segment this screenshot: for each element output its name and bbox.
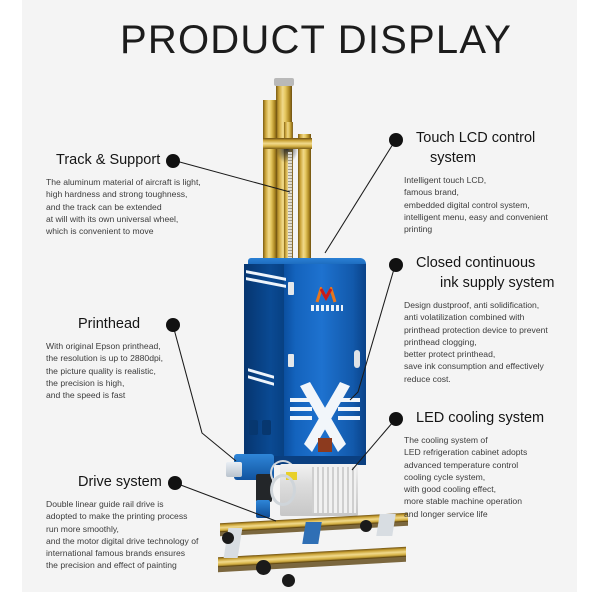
- cabinet-handle-right: [354, 350, 360, 368]
- callout-ink-heading: Closed continuous ink supply system: [416, 253, 600, 293]
- callout-lcd-heading-line-2: system: [430, 150, 476, 166]
- cooling-unit-fins: [312, 467, 356, 513]
- callout-lcd-line-1: Intelligent touch LCD,: [404, 175, 487, 185]
- tower-scale-strip: [288, 152, 292, 320]
- leader-line-lcd: [324, 143, 394, 254]
- brand-logo-icon: [315, 285, 337, 303]
- printhead-nozzle-unit: [256, 500, 270, 518]
- brand-logo-wordmark: [311, 305, 343, 311]
- callout-track-line-5: which is convenient to move: [46, 226, 154, 237]
- leader-line-drive: [177, 483, 277, 522]
- callout-lcd-body: Intelligent touch LCD, famous brand, emb…: [404, 174, 594, 235]
- callout-printhead-line-1: With original Epson printhead,: [46, 341, 161, 351]
- callout-led-body: The cooling system of LED refrigeration …: [404, 434, 600, 520]
- cooling-unit-hose: [270, 474, 296, 506]
- callout-ink-heading-line-2: ink supply system: [440, 275, 555, 291]
- callout-drive-body: Double linear guide rail drive is adopte…: [46, 498, 296, 572]
- callout-printhead-line-4: the precision is high,: [46, 377, 125, 388]
- callout-lcd-heading: Touch LCD control system: [416, 128, 594, 168]
- callout-led-line-1: The cooling system of: [404, 435, 488, 445]
- leader-line-led: [351, 421, 394, 471]
- callout-dot-lcd: [389, 133, 403, 147]
- callout-drive-heading: Drive system: [78, 474, 162, 490]
- callout-track-line-3: and the track can be extended: [46, 201, 162, 212]
- callout-ink-line-1: Design dustproof, anti solidification,: [404, 300, 540, 310]
- callout-led-line-2: LED refrigeration cabinet adopts: [404, 447, 528, 458]
- callout-ink-supply: Closed continuous ink supply system Desi…: [404, 253, 600, 385]
- callout-lcd-heading-line-1: Touch LCD control: [416, 130, 536, 146]
- callout-printhead-line-5: and the speed is fast: [46, 390, 126, 401]
- callout-led-heading: LED cooling system: [416, 410, 545, 426]
- callout-led-cooling: LED cooling system The cooling system of…: [404, 408, 600, 520]
- cabinet-latch-mid: [288, 354, 294, 367]
- cooling-unit-label: [286, 472, 297, 480]
- cabinet-vent-left: [249, 420, 258, 435]
- cabinet-bottom-lip: [244, 456, 366, 465]
- caster-wheel-rear-left: [222, 532, 234, 544]
- callout-track-heading: Track & Support: [56, 152, 161, 168]
- callout-printhead-body: With original Epson printhead, the resol…: [46, 340, 286, 401]
- printhead-carriage-arm: [226, 462, 242, 477]
- page-title: PRODUCT DISPLAY: [120, 18, 513, 62]
- callout-drive-line-6: the precision and effect of painting: [46, 560, 177, 571]
- callout-track-line-2: high hardness and strong toughness,: [46, 189, 188, 200]
- leader-line-ink: [349, 268, 395, 401]
- callout-led-line-4: cooling cycle system,: [404, 471, 486, 482]
- callout-ink-body: Design dustproof, anti solidification, a…: [404, 299, 600, 385]
- cabinet-x-decal: [284, 382, 366, 458]
- cabinet-vent-right: [262, 420, 271, 435]
- callout-dot-printhead: [166, 318, 180, 332]
- printhead-mount-block: [256, 474, 272, 502]
- callout-ink-line-4: printhead clogging,: [404, 336, 477, 347]
- callout-ink-line-3: printhead protection device to prevent: [404, 324, 548, 335]
- tower-top-cap: [274, 78, 294, 86]
- callout-printhead: Printhead With original Epson printhead,…: [46, 314, 286, 401]
- callout-led-line-6: more stable machine operation: [404, 496, 522, 507]
- callout-track-support: Track & Support The aluminum material of…: [46, 150, 286, 237]
- callout-dot-ink: [389, 258, 403, 272]
- caster-wheel-front-left: [256, 560, 271, 575]
- callout-touch-lcd: Touch LCD control system Intelligent tou…: [404, 128, 594, 235]
- callout-ink-line-7: reduce cost.: [404, 373, 451, 384]
- callout-drive-system: Drive system Double linear guide rail dr…: [46, 472, 296, 572]
- tower-brace-shadow-upper: [276, 149, 298, 163]
- cabinet-latch-upper: [288, 282, 294, 295]
- callout-dot-drive: [168, 476, 182, 490]
- callout-led-line-7: and longer service life: [404, 508, 488, 519]
- callout-drive-line-5: international famous brands ensures: [46, 548, 186, 559]
- callout-printhead-line-2: the resolution is up to 2880dpi,: [46, 353, 164, 364]
- callout-lcd-line-2: famous brand,: [404, 187, 459, 198]
- leader-line-track: [175, 160, 291, 193]
- callout-lcd-line-3: embedded digital control system,: [404, 199, 530, 210]
- callout-ink-line-2: anti volatilization combined with: [404, 312, 525, 323]
- callout-track-line-1: The aluminum material of aircraft is lig…: [46, 177, 201, 187]
- caster-wheel-rear-right: [360, 520, 372, 532]
- callout-drive-line-1: Double linear guide rail drive is: [46, 499, 164, 509]
- printhead-cable-loop: [270, 460, 296, 486]
- callout-track-body: The aluminum material of aircraft is lig…: [46, 176, 286, 237]
- callout-drive-line-3: run more smoothly,: [46, 523, 119, 534]
- callout-lcd-line-5: printing: [404, 224, 433, 235]
- callout-drive-line-2: adopted to make the printing process: [46, 511, 188, 522]
- caster-wheel-front-right: [282, 574, 295, 587]
- callout-ink-heading-line-1: Closed continuous: [416, 255, 536, 271]
- callout-led-line-3: advanced temperature control: [404, 459, 519, 470]
- leader-line-printhead: [173, 328, 237, 462]
- callout-printhead-line-3: the picture quality is realistic,: [46, 365, 156, 376]
- tower-cross-brace-upper: [263, 138, 312, 149]
- callout-printhead-heading: Printhead: [78, 316, 141, 332]
- callout-track-line-4: at will with its own universal wheel,: [46, 213, 179, 224]
- callout-drive-line-4: and the motor digital drive technology o…: [46, 535, 199, 546]
- callout-ink-line-5: better protect printhead,: [404, 349, 496, 360]
- product-illustration: [218, 78, 408, 594]
- callout-lcd-line-4: intelligent menu, easy and convenient: [404, 211, 548, 222]
- callout-dot-led: [389, 412, 403, 426]
- callout-ink-line-6: save ink consumption and effectively: [404, 361, 544, 372]
- callout-led-line-5: with good cooling effect,: [404, 484, 497, 495]
- callout-dot-track: [166, 154, 180, 168]
